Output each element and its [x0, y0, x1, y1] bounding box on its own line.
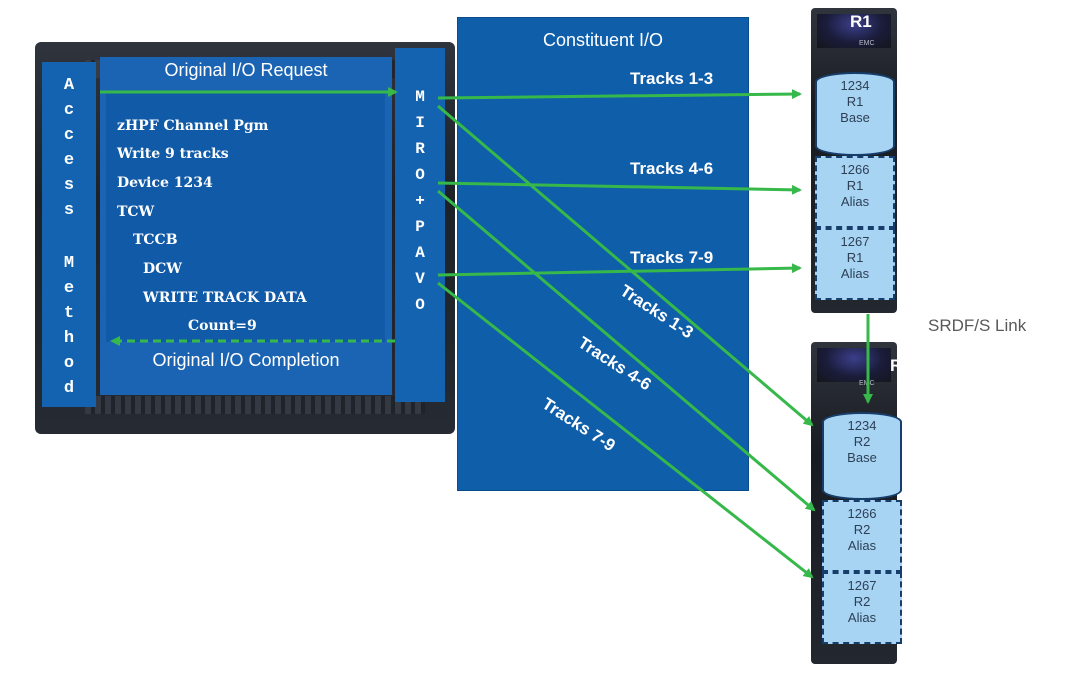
r2-device-alias: 1266 R2 Alias — [822, 500, 902, 572]
miro-pavo-letter: M — [415, 88, 425, 106]
access-method-letter: A — [63, 76, 75, 95]
access-method-letter: t — [63, 304, 75, 323]
access-method-letter: M — [63, 254, 75, 273]
device-id: 1234 — [847, 418, 877, 433]
channel-program-box — [106, 92, 385, 342]
miro-pavo-column — [395, 48, 445, 402]
miro-pavo-letter: O — [415, 296, 425, 314]
access-method-letter: c — [63, 126, 75, 145]
r1-tracks-label: Tracks 1-3 — [630, 69, 714, 88]
device-site: R2 — [853, 594, 871, 609]
program-line: Device 1234 — [117, 175, 213, 191]
miro-pavo-letter: P — [415, 218, 425, 236]
r1-tracks-label: Tracks 7-9 — [630, 248, 714, 267]
r1-device-alias: 1267 R1 Alias — [815, 228, 895, 300]
r1-brand: EMC — [859, 40, 875, 47]
access-method-letter: c — [63, 101, 75, 120]
program-line: DCW — [143, 261, 183, 277]
program-line: WRITE TRACK DATA — [143, 290, 307, 306]
r1-device-base: 1234 R1 Base — [815, 72, 895, 156]
access-method-letter: s — [63, 201, 75, 220]
program-line: Write 9 tracks — [117, 146, 229, 162]
program-line: TCW — [117, 204, 155, 220]
device-type: Base — [840, 110, 870, 125]
device-type: Alias — [840, 266, 870, 281]
access-method-letter: o — [63, 354, 75, 373]
r1-tracks-label: Tracks 4-6 — [630, 159, 714, 178]
miro-pavo-letter: V — [415, 270, 425, 288]
device-id: 1266 — [847, 506, 877, 521]
miro-pavo-letter: O — [415, 166, 425, 184]
device-id: 1267 — [847, 578, 877, 593]
mainframe-vents-bottom — [85, 396, 425, 414]
access-method-column — [42, 62, 96, 407]
access-method-letter: h — [63, 329, 75, 348]
device-id: 1266 — [840, 162, 870, 177]
srdf-link-label: SRDF/S Link — [928, 316, 1027, 335]
r2-brand: EMC — [859, 380, 875, 387]
device-id: 1267 — [840, 234, 870, 249]
device-site: R1 — [846, 94, 864, 109]
constituent-io-title: Constituent I/O — [542, 30, 664, 50]
miro-pavo-letter: A — [415, 244, 425, 262]
device-site: R2 — [853, 522, 871, 537]
miro-pavo-letter: I — [415, 114, 425, 132]
device-site: R1 — [846, 178, 864, 193]
miro-pavo-letter: + — [415, 192, 425, 210]
access-method-letter: d — [63, 379, 75, 398]
program-line: TCCB — [133, 232, 178, 248]
r1-label: R1 — [850, 12, 872, 31]
program-line: zHPF Channel Pgm — [117, 118, 269, 134]
access-method-letter: e — [63, 151, 75, 170]
r2-device-alias: 1267 R2 Alias — [822, 572, 902, 644]
r1-device-alias: 1266 R1 Alias — [815, 156, 895, 228]
r2-label: R2 — [890, 356, 912, 375]
original-io-request-title: Original I/O Request — [164, 60, 328, 80]
r2-array-cap — [817, 348, 891, 382]
r2-device-base: 1234 R2 Base — [822, 412, 902, 500]
device-type: Base — [847, 450, 877, 465]
device-type: Alias — [840, 194, 870, 209]
device-type: Alias — [847, 610, 877, 625]
r1-array-cap — [817, 14, 891, 48]
device-type: Alias — [847, 538, 877, 553]
miro-pavo-letter: R — [415, 140, 425, 158]
device-id: 1234 — [840, 78, 870, 93]
program-line: Count=9 — [188, 318, 257, 334]
access-method-letter: e — [63, 279, 75, 298]
access-method-letter: s — [63, 176, 75, 195]
original-io-completion-title: Original I/O Completion — [152, 350, 340, 370]
device-site: R1 — [846, 250, 864, 265]
device-site: R2 — [853, 434, 871, 449]
